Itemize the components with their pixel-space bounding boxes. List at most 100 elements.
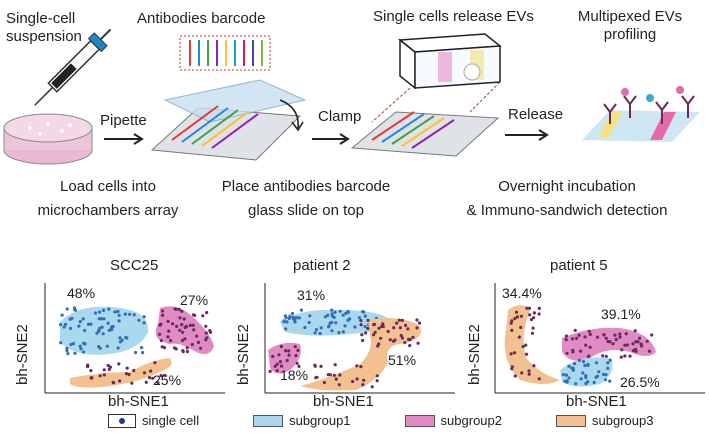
legend: single cell subgroup1 subgroup2 subgroup… [108, 413, 653, 428]
cell-dot [602, 333, 606, 337]
cell-dot [204, 338, 208, 342]
cell-dot [581, 371, 585, 375]
cell-dot [79, 347, 83, 351]
legend-label: subgroup2 [440, 413, 502, 428]
cell-dot [514, 310, 519, 314]
cell-dot [192, 328, 196, 332]
cell-dot [361, 383, 365, 387]
cell-dot [597, 370, 601, 374]
cell-dot [81, 350, 86, 354]
cell-dot [572, 362, 577, 366]
cell-dot [279, 344, 283, 349]
cell-dot [196, 340, 201, 344]
cell-dot [142, 315, 146, 319]
cell-dot [645, 339, 649, 343]
cell-dot [395, 321, 399, 325]
caption-load-cells: Load cells into microchambers array [18, 178, 198, 220]
cell-dot [308, 314, 312, 318]
cell-dot [153, 361, 157, 365]
legend-item-subgroup3: subgroup3 [556, 413, 653, 428]
cell-dot [532, 364, 536, 368]
pct-label: 25% [153, 372, 182, 388]
cell-dot [293, 319, 297, 323]
cell-dot [631, 342, 635, 346]
cell-dot [98, 374, 102, 378]
cell-dot [93, 311, 98, 315]
cell-dot [180, 323, 184, 327]
axes-panel-3 [494, 283, 705, 394]
cell-dot [608, 358, 612, 362]
cell-dot [583, 363, 587, 368]
arrow-label-clamp: Clamp [318, 108, 362, 125]
cell-dot [625, 343, 630, 347]
cell-dot [391, 339, 396, 343]
cell-dot [275, 369, 279, 373]
cell-dot [571, 368, 575, 372]
cell-dot [532, 311, 537, 315]
workflow-illustration [3, 28, 700, 165]
cell-dot [156, 381, 160, 385]
cell-dot [159, 339, 163, 343]
cell-dot [151, 376, 155, 380]
cell-dot [83, 328, 87, 333]
cell-dot [513, 316, 517, 321]
xlabel-panel-1: bh-SNE1 [108, 393, 169, 410]
cell-dot [579, 377, 583, 381]
cell-dot [271, 354, 275, 359]
cell-dot [343, 324, 347, 328]
cell-dot [296, 348, 300, 352]
cluster-panel-1-subgroup2 [155, 306, 214, 354]
cell-dot [64, 322, 68, 326]
cluster-panel-1-subgroup3 [70, 358, 172, 388]
cell-dot [326, 373, 330, 377]
cell-dot [283, 314, 287, 318]
cell-dot [567, 376, 571, 380]
legend-label: single cell [142, 413, 200, 428]
cell-dot [509, 321, 513, 325]
cell-dot [313, 331, 317, 335]
cell-dot [107, 307, 111, 311]
cell-dot [353, 325, 357, 329]
cell-dot [177, 307, 181, 311]
dots-blue [561, 358, 612, 386]
cell-dot [527, 306, 532, 310]
cell-dot [116, 309, 120, 314]
cell-dot [594, 361, 599, 365]
cell-dot [59, 341, 63, 345]
cell-dot [303, 325, 307, 330]
cell-dot [584, 343, 588, 347]
cell-dot [110, 328, 114, 332]
subgroup1-swatch [253, 414, 284, 427]
cell-dot [517, 335, 522, 339]
cell-dot [406, 327, 410, 331]
caption-line: Load cells into [60, 178, 156, 195]
cell-dot [95, 331, 99, 335]
cell-dot [357, 316, 361, 320]
cell-dot [89, 369, 93, 373]
cell-dot [69, 342, 73, 347]
cell-dot [574, 382, 578, 386]
cell-dot [524, 343, 528, 347]
cell-dot [333, 310, 337, 314]
cell-dot [584, 374, 588, 378]
cell-dot [361, 338, 365, 343]
cell-dot [161, 313, 165, 317]
cell-dot [639, 342, 643, 346]
cell-dot [532, 316, 536, 320]
cluster-panel-2-subgroup1 [280, 308, 390, 336]
dots-purple [509, 306, 541, 381]
cell-dot [198, 346, 203, 350]
cell-dot [528, 313, 532, 317]
cell-dot [650, 333, 654, 337]
cell-dot [277, 353, 281, 357]
cell-dot [117, 362, 121, 366]
cell-dot [577, 333, 581, 337]
cell-dot [101, 332, 105, 336]
cell-dot [613, 333, 617, 337]
cell-dot [346, 318, 350, 322]
cell-dot [183, 337, 187, 341]
cell-dot [144, 380, 148, 384]
cell-dot [72, 306, 77, 310]
cell-dot [537, 377, 541, 381]
cell-dot [282, 319, 286, 323]
